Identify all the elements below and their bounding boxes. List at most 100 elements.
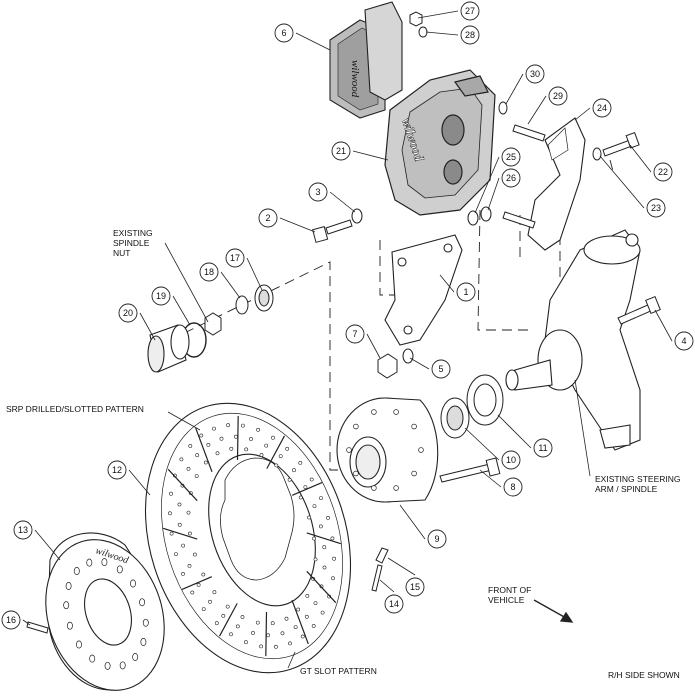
label-existing-spindle-nut: EXISTING SPINDLE NUT (113, 228, 153, 258)
callout-circle (460, 1, 480, 21)
callout-circle (501, 168, 521, 188)
bolt-8 (439, 457, 501, 483)
callout-circle (427, 529, 447, 549)
callout-circle (533, 438, 553, 458)
rotor-slot (266, 435, 286, 469)
callout-30: 30 (525, 64, 545, 84)
callout-circle (331, 141, 351, 161)
drill-hole (235, 624, 240, 629)
hat-hole (130, 579, 136, 588)
drill-hole (192, 552, 197, 557)
drill-hole (255, 620, 260, 625)
callout-number: 11 (538, 443, 547, 453)
washer-5 (402, 348, 414, 364)
drill-hole (233, 434, 238, 439)
callout-11: 11 (533, 438, 553, 458)
hub-hole (411, 470, 417, 477)
drill-hole (312, 504, 317, 509)
rotor-slot (265, 611, 268, 657)
callout-number: 4 (681, 336, 686, 346)
label-line: NUT (113, 248, 131, 258)
washer-3 (351, 208, 363, 224)
drill-hole (249, 437, 253, 441)
drill-hole (322, 565, 327, 570)
rotor-slot (306, 570, 337, 604)
callout-25: 25 (501, 147, 521, 167)
pad-logo: wilwood (349, 60, 361, 98)
callout-13: 13 (13, 520, 33, 540)
label-line: FRONT OF (488, 585, 532, 595)
callout-circle (151, 286, 171, 306)
hub-hole (411, 423, 417, 430)
drill-hole (264, 443, 269, 448)
drill-hole (225, 604, 230, 609)
rotor-drill-holes (163, 415, 341, 657)
drill-hole (259, 453, 264, 457)
callout-number: 12 (112, 465, 122, 475)
hub-hole (353, 470, 359, 477)
bolt-4 (617, 295, 661, 325)
hub-9 (336, 397, 439, 503)
callout-number: 22 (658, 167, 668, 177)
drill-hole (186, 466, 191, 471)
callout-number: 13 (18, 525, 28, 535)
callout-number: 16 (6, 615, 16, 625)
drill-hole (296, 607, 301, 612)
rotor-slot (236, 415, 239, 461)
callout-20: 20 (118, 303, 138, 323)
drill-hole (303, 485, 308, 490)
spindle (505, 229, 641, 451)
hat-hole (73, 567, 80, 575)
bearing-10 (440, 397, 470, 439)
drill-hole (287, 477, 292, 482)
callout-circle (107, 460, 127, 480)
bearing-17 (254, 284, 274, 312)
callout-1: 1 (456, 282, 476, 302)
drill-hole (196, 583, 201, 587)
callout-number: 26 (506, 173, 516, 183)
drill-hole (201, 607, 206, 612)
callout-circle (548, 86, 568, 106)
rotor-slot (181, 576, 213, 590)
washers (351, 26, 602, 364)
label-line: EXISTING STEERING (595, 474, 681, 484)
nut-7 (377, 353, 398, 379)
callout-23: 23 (646, 198, 666, 218)
label-line: VEHICLE (488, 595, 525, 605)
drill-hole (298, 495, 303, 500)
drill-hole (206, 442, 211, 447)
drill-hole (208, 599, 212, 604)
drill-hole (187, 564, 192, 568)
callout-number: 9 (434, 534, 439, 544)
drill-hole (221, 614, 226, 618)
drill-hole (240, 615, 245, 619)
rotor-slot (195, 427, 213, 473)
callout-8: 8 (503, 477, 523, 497)
drill-hole (292, 468, 296, 473)
hat-hole (65, 582, 72, 590)
drill-hole (195, 453, 200, 458)
label-steering-arm: EXISTING STEERING ARM / SPINDLE (595, 474, 681, 494)
rotor-12 (144, 402, 352, 674)
drill-hole (177, 502, 182, 507)
callout-number: 28 (465, 30, 475, 40)
drill-hole (229, 446, 234, 451)
hat-hole (66, 621, 73, 630)
callout-circle (13, 520, 33, 540)
drill-hole (307, 515, 312, 520)
washer-30 (498, 101, 508, 115)
drill-hole (169, 531, 174, 536)
drill-hole (284, 616, 289, 621)
drill-hole (174, 552, 178, 557)
callout-21: 21 (331, 141, 351, 161)
drill-hole (280, 631, 285, 636)
callout-circle (199, 262, 219, 282)
dust-cap-20 (147, 324, 190, 373)
callout-circle (525, 64, 545, 84)
drill-hole (177, 522, 182, 527)
callout-circle (384, 594, 404, 614)
drill-hole (332, 556, 337, 561)
label-front-of-vehicle: FRONT OF VEHICLE (488, 585, 531, 605)
callout-circle (460, 25, 480, 45)
hat-hole (63, 601, 70, 610)
